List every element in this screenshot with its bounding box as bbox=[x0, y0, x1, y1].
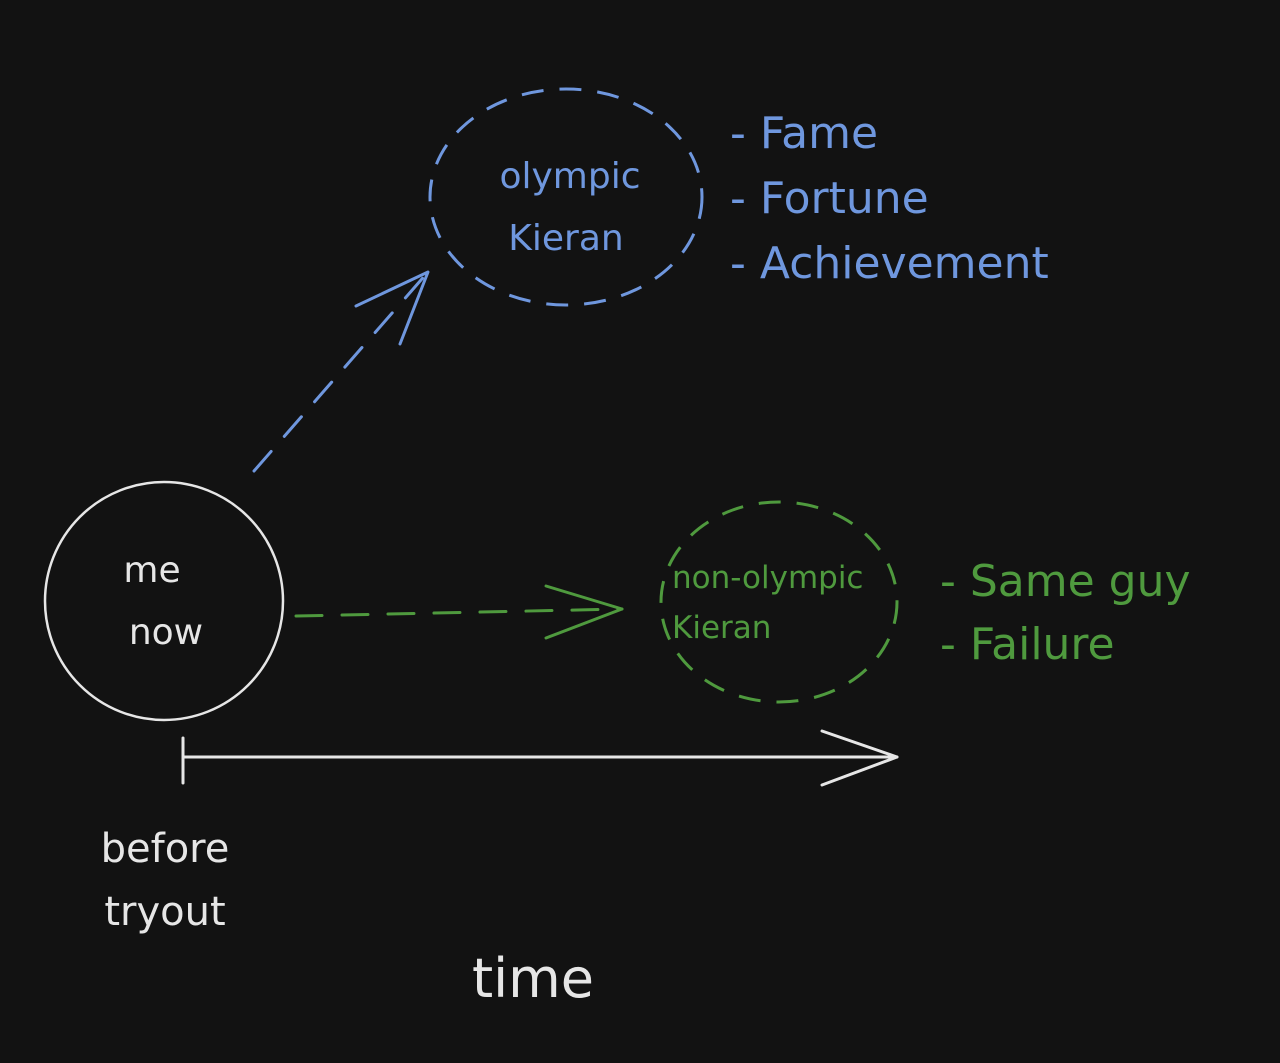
olympic-kieran-node[interactable]: olympic Kieran bbox=[428, 87, 704, 307]
olympic-outcome-2: - Fortune bbox=[730, 173, 929, 224]
olympic-outcomes-list: - Fame - Fortune - Achievement bbox=[730, 108, 1049, 289]
non-olympic-kieran-ellipse bbox=[659, 500, 899, 704]
non-olympic-kieran-label-line1: non-olympic bbox=[672, 560, 863, 596]
olympic-kieran-label-line2: Kieran bbox=[508, 218, 623, 259]
me-now-label-line2: now bbox=[129, 612, 203, 653]
me-now-circle bbox=[43, 480, 285, 722]
time-axis bbox=[181, 729, 899, 787]
olympic-outcome-1: - Fame bbox=[730, 108, 878, 159]
me-now-node[interactable]: me now bbox=[43, 480, 285, 722]
timeline-start-label-line1: before bbox=[101, 826, 230, 872]
time-axis-label: time bbox=[472, 947, 594, 1010]
non-olympic-outcomes-list: - Same guy - Failure bbox=[940, 556, 1191, 670]
time-axis-arrowhead bbox=[820, 729, 899, 787]
timeline-start-label-line2: tryout bbox=[104, 889, 225, 935]
non-olympic-outcome-1: - Same guy bbox=[940, 556, 1191, 607]
me-now-label-line1: me bbox=[123, 550, 180, 591]
arrow-to-non-olympic bbox=[294, 584, 624, 640]
non-olympic-outcome-2: - Failure bbox=[940, 619, 1115, 670]
olympic-kieran-label-line1: olympic bbox=[499, 156, 640, 197]
non-olympic-kieran-node[interactable]: non-olympic Kieran bbox=[659, 500, 899, 704]
olympic-kieran-ellipse bbox=[428, 87, 704, 307]
non-olympic-kieran-label-line2: Kieran bbox=[672, 610, 771, 646]
arrow-to-olympic bbox=[252, 270, 430, 473]
olympic-outcome-3: - Achievement bbox=[730, 238, 1049, 289]
